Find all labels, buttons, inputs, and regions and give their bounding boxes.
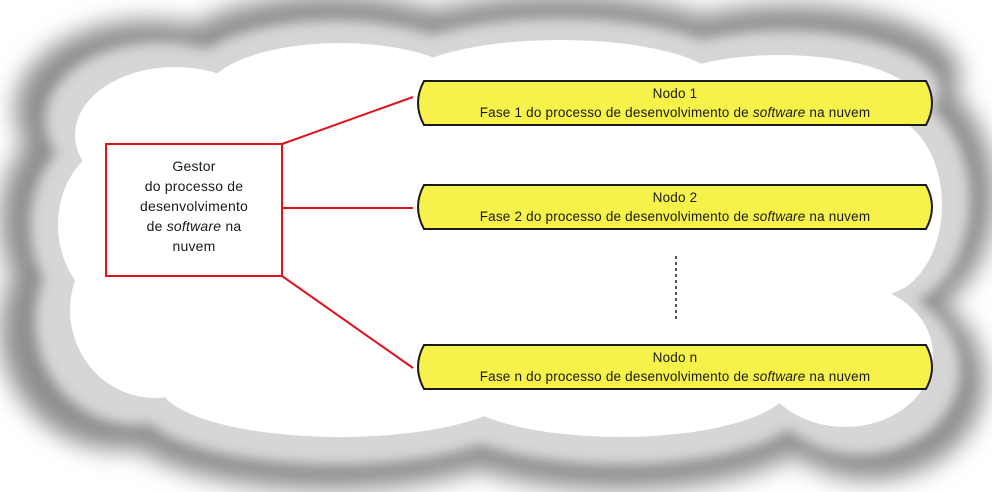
manager-line-2: do processo de xyxy=(144,178,244,194)
connector-node-n xyxy=(281,275,414,369)
node-2-desc-prefix: Fase 2 do processo de desenvolvimento de xyxy=(479,209,753,224)
node-n-desc-prefix: Fase n do processo de desenvolvimento de xyxy=(479,369,753,384)
node-1-desc-italic: software xyxy=(752,105,806,120)
node-1-title: Nodo 1 xyxy=(652,86,698,101)
node-n-pill xyxy=(417,344,933,390)
node-2-desc-italic: software xyxy=(752,209,806,224)
node-n-title: Nodo n xyxy=(652,350,698,365)
manager-line-4-prefix: de xyxy=(146,218,167,234)
manager-label: Gestor do processo de desenvolvimento de… xyxy=(106,156,282,256)
connector-node-1 xyxy=(281,96,414,145)
node-n-desc-suffix: na nuvem xyxy=(805,369,871,384)
node-2-description: Fase 2 do processo de desenvolvimento de… xyxy=(420,207,930,226)
manager-line-4: de software na xyxy=(106,216,282,236)
node-1-description: Fase 1 do processo de desenvolvimento de… xyxy=(420,103,930,122)
node-pills xyxy=(417,80,933,390)
manager-line-4-italic: software xyxy=(166,218,222,234)
manager-line-1: Gestor xyxy=(172,158,216,174)
node-1-desc-prefix: Fase 1 do processo de desenvolvimento de xyxy=(479,105,753,120)
node-2-label: Nodo 2 Fase 2 do processo de desenvolvim… xyxy=(420,188,930,226)
node-n-desc-italic: software xyxy=(752,369,806,384)
connectors xyxy=(281,96,414,369)
node-n-label: Nodo n Fase n do processo de desenvolvim… xyxy=(420,348,930,386)
node-1-pill xyxy=(417,80,933,126)
node-2-title: Nodo 2 xyxy=(652,190,698,205)
manager-line-5: nuvem xyxy=(172,238,216,254)
manager-line-4-suffix: na xyxy=(221,218,242,234)
manager-box xyxy=(105,143,283,277)
node-2-desc-suffix: na nuvem xyxy=(805,209,871,224)
node-1-desc-suffix: na nuvem xyxy=(805,105,871,120)
manager-line-3: desenvolvimento xyxy=(139,198,249,214)
node-n-description: Fase n do processo de desenvolvimento de… xyxy=(420,367,930,386)
node-2-pill xyxy=(417,184,933,230)
node-1-label: Nodo 1 Fase 1 do processo de desenvolvim… xyxy=(420,84,930,122)
